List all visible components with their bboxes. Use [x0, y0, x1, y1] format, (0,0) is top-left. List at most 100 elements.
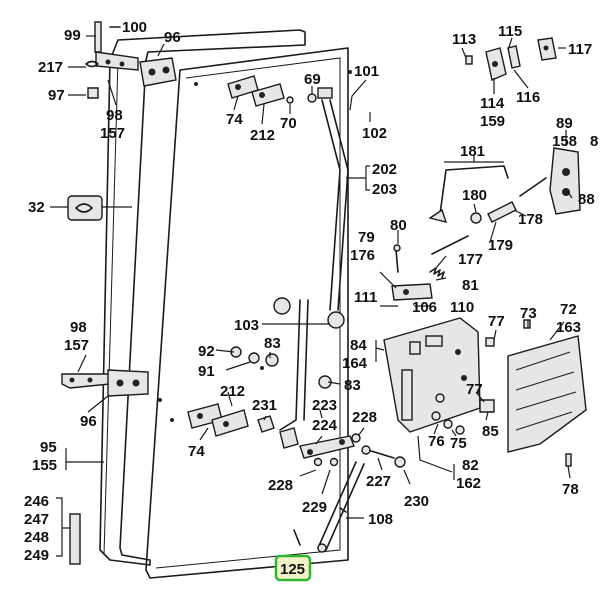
lock-plate-84 — [383, 317, 481, 433]
label-88[interactable]: 88 — [578, 191, 595, 208]
label-98-bottom[interactable]: 98 — [70, 319, 87, 336]
label-157-bottom[interactable]: 157 — [64, 337, 89, 354]
label-106[interactable]: 106 — [412, 299, 437, 316]
label-164[interactable]: 164 — [342, 355, 368, 372]
label-99[interactable]: 99 — [64, 27, 81, 44]
cover-72 — [507, 335, 587, 453]
label-83-upper[interactable]: 83 — [264, 335, 281, 352]
label-125[interactable]: 125 — [280, 561, 305, 578]
label-91[interactable]: 91 — [198, 363, 215, 380]
label-227[interactable]: 227 — [366, 473, 391, 490]
label-155[interactable]: 155 — [32, 457, 57, 474]
label-80[interactable]: 80 — [390, 217, 407, 234]
label-224[interactable]: 224 — [312, 417, 338, 434]
label-163[interactable]: 163 — [556, 319, 581, 336]
label-97[interactable]: 97 — [48, 87, 65, 104]
lower-rod — [273, 297, 345, 431]
label-246[interactable]: 246 — [24, 493, 49, 510]
label-202[interactable]: 202 — [372, 161, 397, 178]
label-102[interactable]: 102 — [362, 125, 387, 142]
label-77-bottom[interactable]: 77 — [466, 381, 483, 398]
pin-246 — [69, 513, 81, 565]
label-82[interactable]: 82 — [462, 457, 479, 474]
upper-glass-pads — [227, 75, 294, 107]
upper-rod — [307, 87, 349, 311]
label-74-top[interactable]: 74 — [226, 111, 243, 128]
label-114[interactable]: 114 — [480, 95, 505, 112]
highlight-125[interactable] — [274, 554, 312, 582]
label-231[interactable]: 231 — [252, 397, 277, 414]
label-230[interactable]: 230 — [404, 493, 429, 510]
label-113[interactable]: 113 — [452, 31, 476, 48]
label-176[interactable]: 176 — [350, 247, 375, 264]
label-203[interactable]: 203 — [372, 181, 397, 198]
label-162[interactable]: 162 — [456, 475, 481, 492]
label-116[interactable]: 116 — [516, 89, 540, 106]
label-217[interactable]: 217 — [38, 59, 63, 76]
label-73[interactable]: 73 — [520, 305, 537, 322]
lower-linkage — [257, 415, 361, 467]
upper-right-parts — [465, 37, 557, 81]
label-110[interactable]: 110 — [450, 299, 474, 316]
label-75[interactable]: 75 — [450, 435, 467, 452]
label-229[interactable]: 229 — [302, 499, 327, 516]
label-85[interactable]: 85 — [482, 423, 499, 440]
label-248[interactable]: 248 — [24, 529, 49, 546]
label-83-lower[interactable]: 83 — [344, 377, 361, 394]
label-159[interactable]: 159 — [480, 113, 505, 130]
label-103[interactable]: 103 — [234, 317, 259, 334]
label-158[interactable]: 158 — [552, 133, 577, 150]
handle-32 — [67, 195, 103, 221]
label-77-top[interactable]: 77 — [488, 313, 505, 330]
label-249[interactable]: 249 — [24, 547, 49, 564]
label-247[interactable]: 247 — [24, 511, 49, 528]
label-96-top[interactable]: 96 — [164, 29, 181, 46]
label-81[interactable]: 81 — [462, 277, 479, 294]
bolt-227 — [361, 445, 406, 468]
lower-glass-pads — [187, 403, 249, 437]
label-32[interactable]: 32 — [28, 199, 45, 216]
label-177[interactable]: 177 — [458, 251, 483, 268]
label-223[interactable]: 223 — [312, 397, 337, 414]
label-98-top[interactable]: 98 — [106, 107, 123, 124]
spring-177 — [393, 244, 445, 279]
gas-strut — [293, 461, 365, 553]
label-84[interactable]: 84 — [350, 337, 367, 354]
rod-181 — [428, 165, 547, 255]
label-179[interactable]: 179 — [488, 237, 513, 254]
label-180[interactable]: 180 — [462, 187, 487, 204]
label-100[interactable]: 100 — [122, 19, 147, 36]
label-101[interactable]: 101 — [354, 63, 379, 80]
label-212-top[interactable]: 212 — [250, 127, 275, 144]
label-111[interactable]: 111 — [354, 289, 377, 306]
label-115[interactable]: 115 — [498, 23, 522, 40]
label-89[interactable]: 89 — [556, 115, 573, 132]
label-96-bottom[interactable]: 96 — [80, 413, 97, 430]
label-228-right[interactable]: 228 — [352, 409, 377, 426]
label-157-top[interactable]: 157 — [100, 125, 125, 142]
label-228-left[interactable]: 228 — [268, 477, 293, 494]
label-72[interactable]: 72 — [560, 301, 577, 318]
label-79[interactable]: 79 — [358, 229, 375, 246]
label-74-bottom[interactable]: 74 — [188, 443, 205, 460]
part-labels: 99 100 96 217 97 98 157 32 98 157 96 95 … — [24, 19, 598, 578]
latch-89 — [549, 147, 581, 215]
label-76[interactable]: 76 — [428, 433, 445, 450]
label-92[interactable]: 92 — [198, 343, 215, 360]
label-181[interactable]: 181 — [460, 143, 485, 160]
label-212-bottom[interactable]: 212 — [220, 383, 245, 400]
label-8-partial[interactable]: 8 — [590, 133, 598, 150]
top-hinge — [139, 57, 177, 87]
door-frame — [99, 29, 349, 579]
leader-lines — [50, 35, 573, 557]
label-78[interactable]: 78 — [562, 481, 579, 498]
label-108[interactable]: 108 — [368, 511, 393, 528]
latch-81 — [391, 283, 433, 301]
label-70[interactable]: 70 — [280, 115, 297, 132]
top-hinge-bracket — [85, 21, 139, 99]
label-117[interactable]: 117 — [568, 41, 592, 58]
label-95[interactable]: 95 — [40, 439, 57, 456]
label-69[interactable]: 69 — [304, 71, 321, 88]
label-178[interactable]: 178 — [518, 211, 543, 228]
